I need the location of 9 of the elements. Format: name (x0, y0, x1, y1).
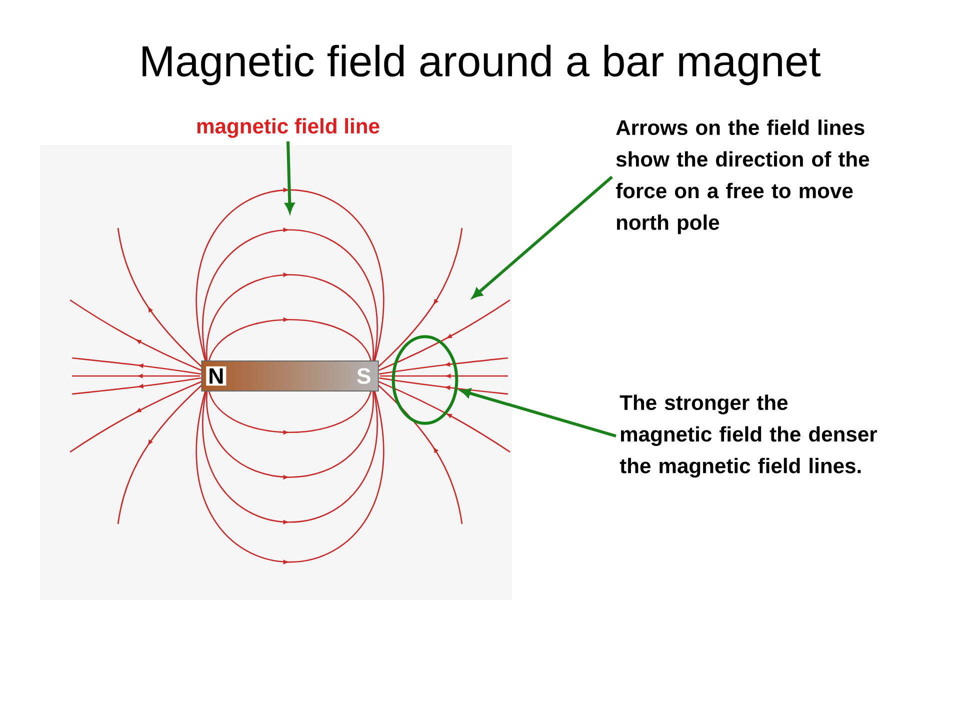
callout-text: magnetic field line (197, 118, 380, 138)
callout-text: Arrows on the field lines show the direction of the force on a free to move north pole (616, 120, 870, 234)
highlight-circle (392, 335, 458, 425)
title: Magnetic field around a bar magnet (142, 44, 821, 86)
arrow (285, 141, 294, 213)
arrow (460, 388, 616, 438)
callout-text: The stronger the magnetic field the denser the magnetic field lines. (620, 394, 878, 478)
bar-magnet: N S (201, 360, 379, 392)
arrow (472, 176, 613, 298)
